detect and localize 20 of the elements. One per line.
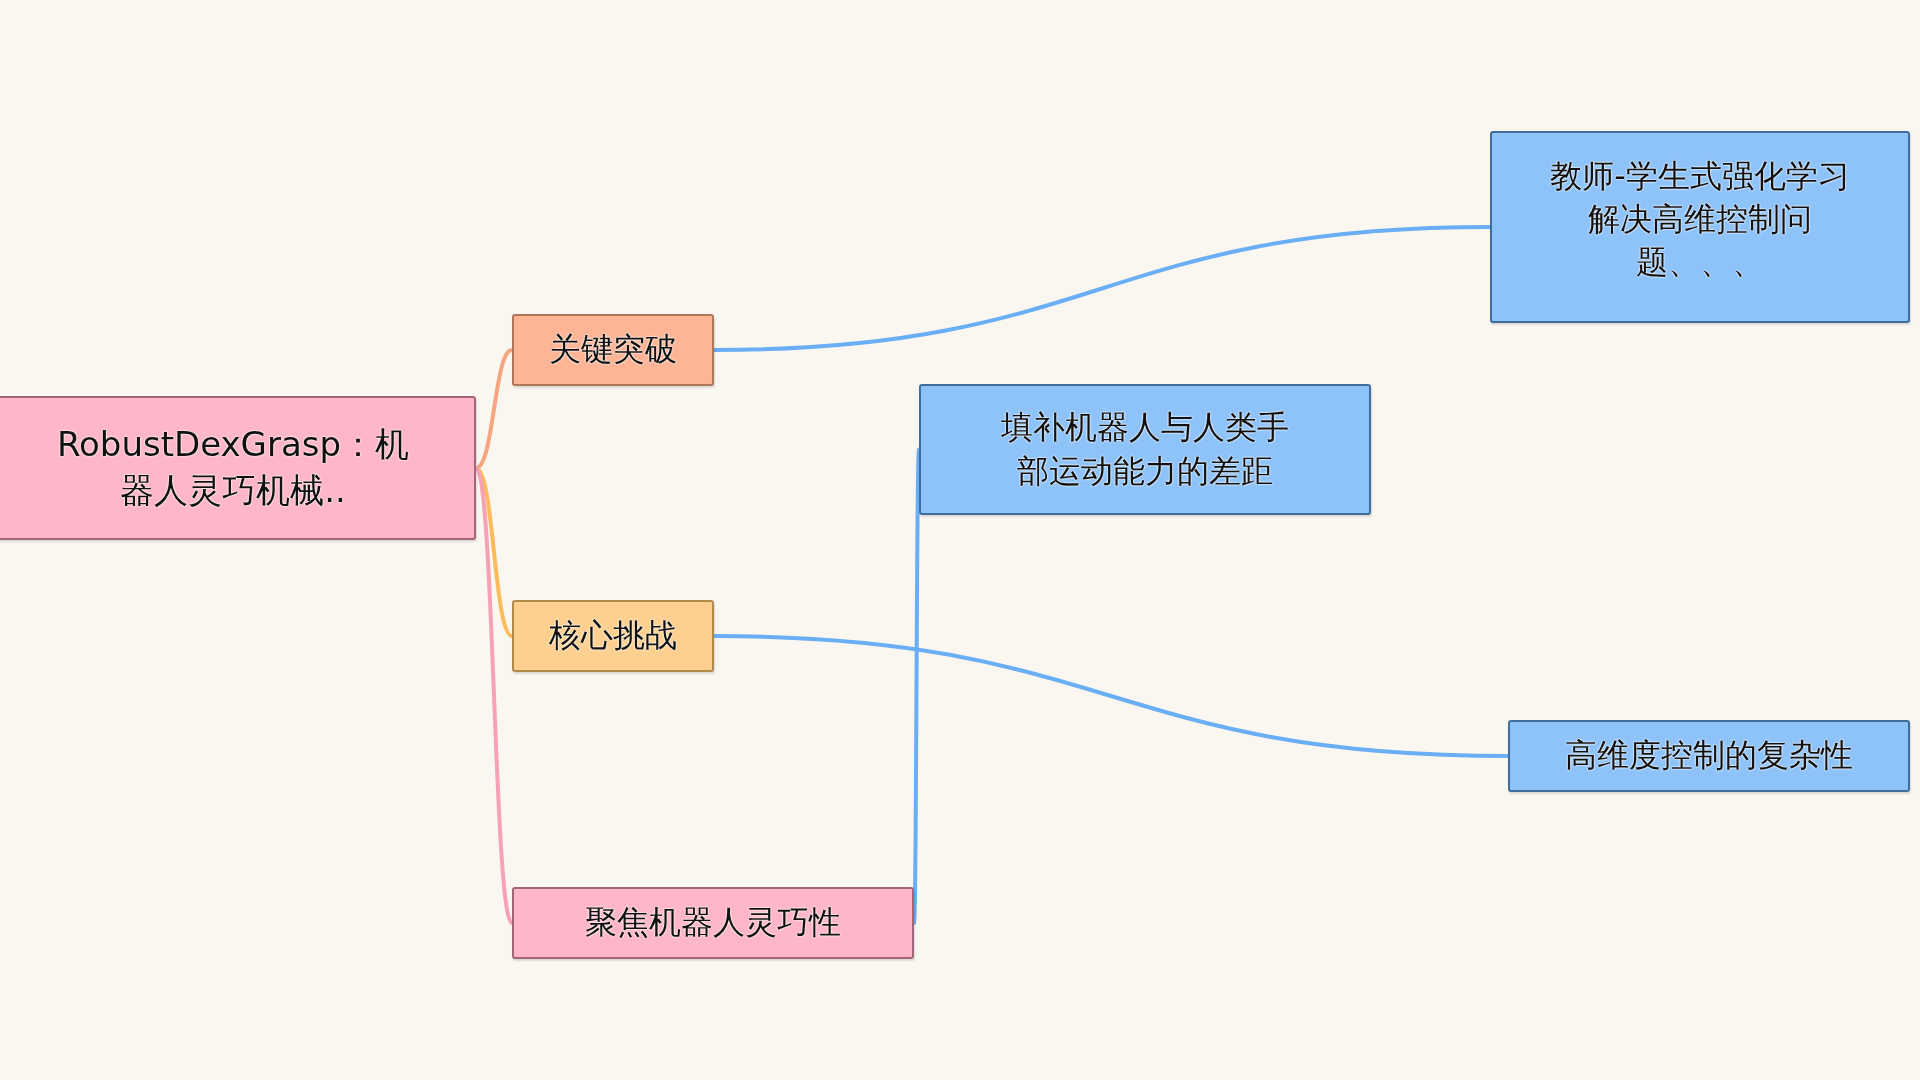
topic-label: 高维度控制的复杂性 [1565,735,1853,777]
topic-label: 关键突破 [549,329,677,371]
connector-line [912,447,921,925]
connector-line [712,225,1492,352]
topic-label: 教师-学生式强化学习解决高维控制问题、、、 [1549,156,1851,284]
connector-line [712,634,1510,758]
topic-label: 填补机器人与人类手部运动能力的差距 [1000,407,1290,492]
topic-label: 核心挑战 [549,615,677,657]
topic-box [1508,720,1910,792]
topic-box [1490,131,1910,323]
connector-line [474,466,514,638]
topic-label: 聚焦机器人灵巧性 [585,902,841,944]
topic-box [919,384,1371,515]
topic-box [0,396,476,540]
connector-line [474,348,514,470]
topic-box [512,314,714,386]
topic-box [512,887,914,959]
connector-line [474,466,514,925]
topic-box [512,600,714,672]
topic-label: RobustDexGrasp：机器人灵巧机械.. [55,423,411,512]
